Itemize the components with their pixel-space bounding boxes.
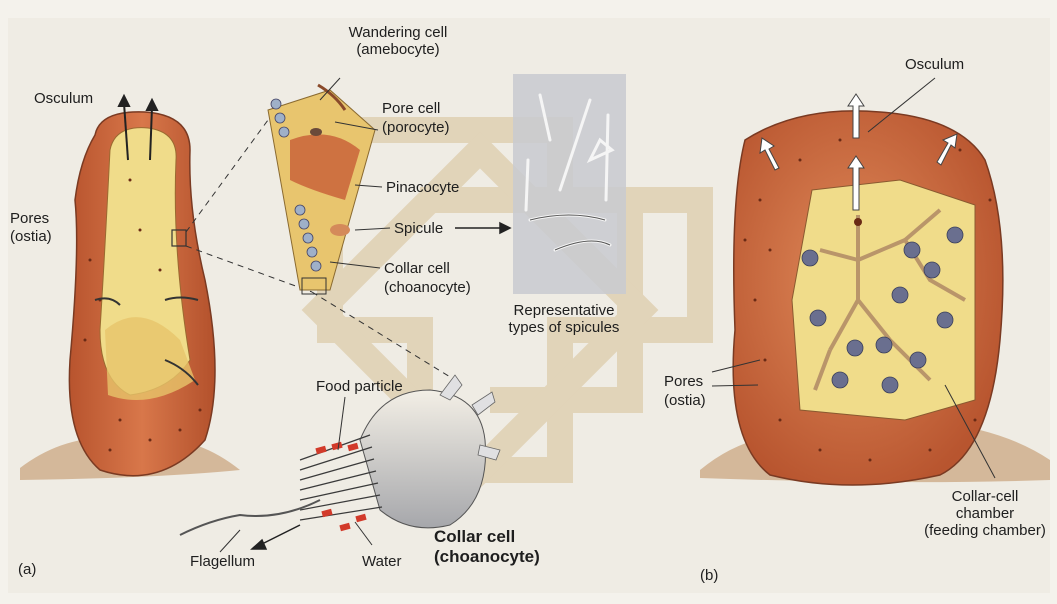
pinacocyte-label: Pinacocyte xyxy=(386,179,459,196)
panel-label-b: (b) xyxy=(700,567,718,584)
chamber-line3: (feeding chamber) xyxy=(917,522,1053,539)
collar-cell-label-line1: Collar cell xyxy=(384,260,450,277)
pores-label-b-line2: (ostia) xyxy=(664,392,706,409)
collar-cell-big-label-line1: Collar cell xyxy=(434,527,515,546)
wandering-cell-label: Wandering cell (amebocyte) xyxy=(336,24,460,58)
pores-label-a-line2: (ostia) xyxy=(10,228,52,245)
pores-label-b-line1: Pores xyxy=(664,373,703,390)
wandering-cell-line2: (amebocyte) xyxy=(336,41,460,58)
pore-cell-label-line1: Pore cell xyxy=(382,100,440,117)
chamber-line1: Collar-cell xyxy=(917,488,1053,505)
collar-cell-chamber-label: Collar-cell chamber (feeding chamber) xyxy=(917,488,1053,539)
flagellum-label: Flagellum xyxy=(190,553,255,570)
wandering-cell-line1: Wandering cell xyxy=(336,24,460,41)
spicule-label: Spicule xyxy=(394,220,443,237)
collar-cell-big-label-line2: (choanocyte) xyxy=(434,547,540,566)
osculum-label-b: Osculum xyxy=(905,56,964,73)
spicule-types-line1: Representative xyxy=(496,302,632,319)
spicule-types-label: Representative types of spicules xyxy=(496,302,632,336)
panel-label-a: (a) xyxy=(18,561,36,578)
spicule-panel xyxy=(513,74,626,294)
spicule-types-line2: types of spicules xyxy=(496,319,632,336)
pores-label-a-line1: Pores xyxy=(10,210,49,227)
leuconoid-sponge xyxy=(733,94,1003,485)
water-label: Water xyxy=(362,553,401,570)
food-particle-label: Food particle xyxy=(316,378,403,395)
osculum-label-a: Osculum xyxy=(34,90,93,107)
chamber-line2: chamber xyxy=(917,505,1053,522)
pore-cell-label-line2: (porocyte) xyxy=(382,119,450,136)
collar-cell-label-line2: (choanocyte) xyxy=(384,279,471,296)
